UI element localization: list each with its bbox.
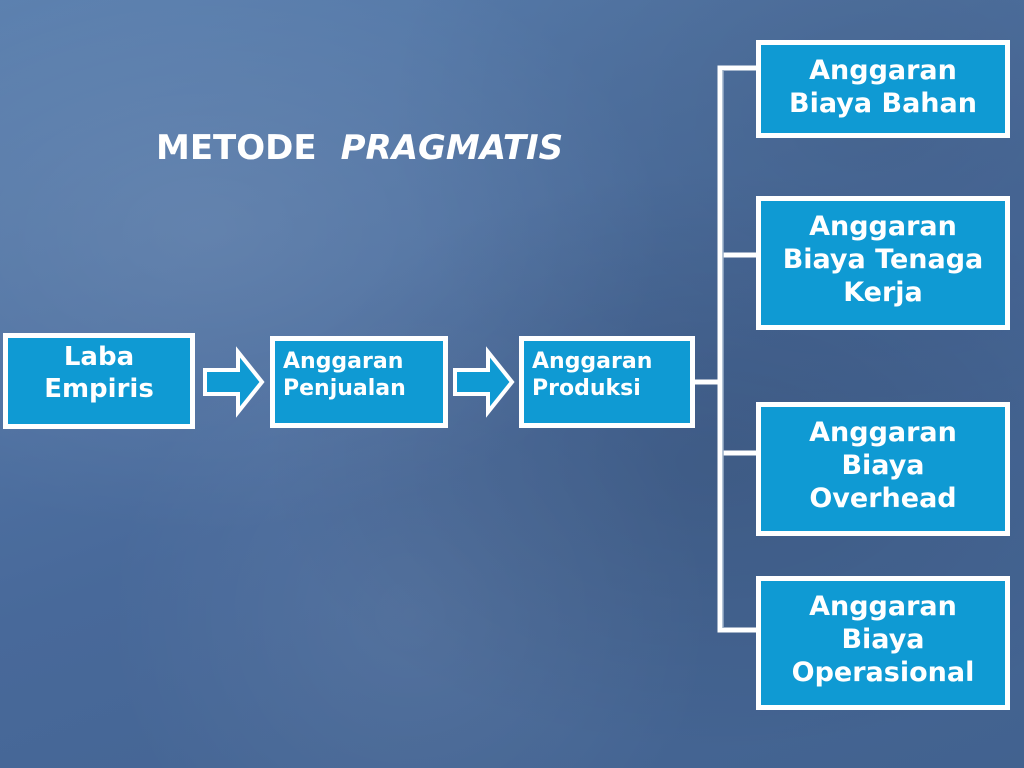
box-anggaran-biaya-overhead: Anggaran Biaya Overhead — [756, 402, 1010, 536]
bahan-line-2: Biaya Bahan — [789, 87, 977, 119]
laba-line-2: Empiris — [44, 373, 154, 404]
box-anggaran-biaya-operasional: Anggaran Biaya Operasional — [756, 576, 1010, 710]
operasional-line-3: Operasional — [791, 656, 975, 688]
penjualan-line-1: Anggaran — [283, 349, 404, 374]
tree-connector — [692, 65, 759, 633]
box-anggaran-biaya-tenaga-kerja: Anggaran Biaya Tenaga Kerja — [756, 196, 1010, 330]
arrow-right-icon — [453, 346, 515, 418]
title-method: METODE — [156, 128, 317, 168]
operasional-line-2: Biaya — [841, 623, 925, 655]
page-title: METODE PRAGMATIS — [156, 128, 563, 168]
operasional-line-1: Anggaran — [809, 591, 957, 622]
laba-line-1: Laba — [63, 342, 135, 372]
overhead-line-3: Overhead — [809, 482, 957, 514]
title-pragmatis: PRAGMATIS — [340, 128, 564, 168]
overhead-line-1: Anggaran — [809, 417, 957, 448]
bahan-line-1: Anggaran — [809, 55, 957, 86]
produksi-line-2: Produksi — [532, 375, 641, 401]
overhead-line-2: Biaya — [841, 449, 925, 481]
box-anggaran-penjualan: Anggaran Penjualan — [270, 336, 448, 428]
penjualan-line-2: Penjualan — [283, 375, 406, 401]
produksi-line-1: Anggaran — [532, 349, 653, 374]
tenaga-line-2: Biaya Tenaga — [782, 243, 984, 275]
tenaga-line-1: Anggaran — [809, 211, 957, 242]
box-anggaran-biaya-bahan: Anggaran Biaya Bahan — [756, 40, 1010, 138]
box-laba-empiris: Laba Empiris — [3, 333, 195, 429]
box-anggaran-produksi: Anggaran Produksi — [519, 336, 695, 428]
arrow-right-icon — [203, 346, 265, 418]
tenaga-line-3: Kerja — [843, 276, 923, 308]
